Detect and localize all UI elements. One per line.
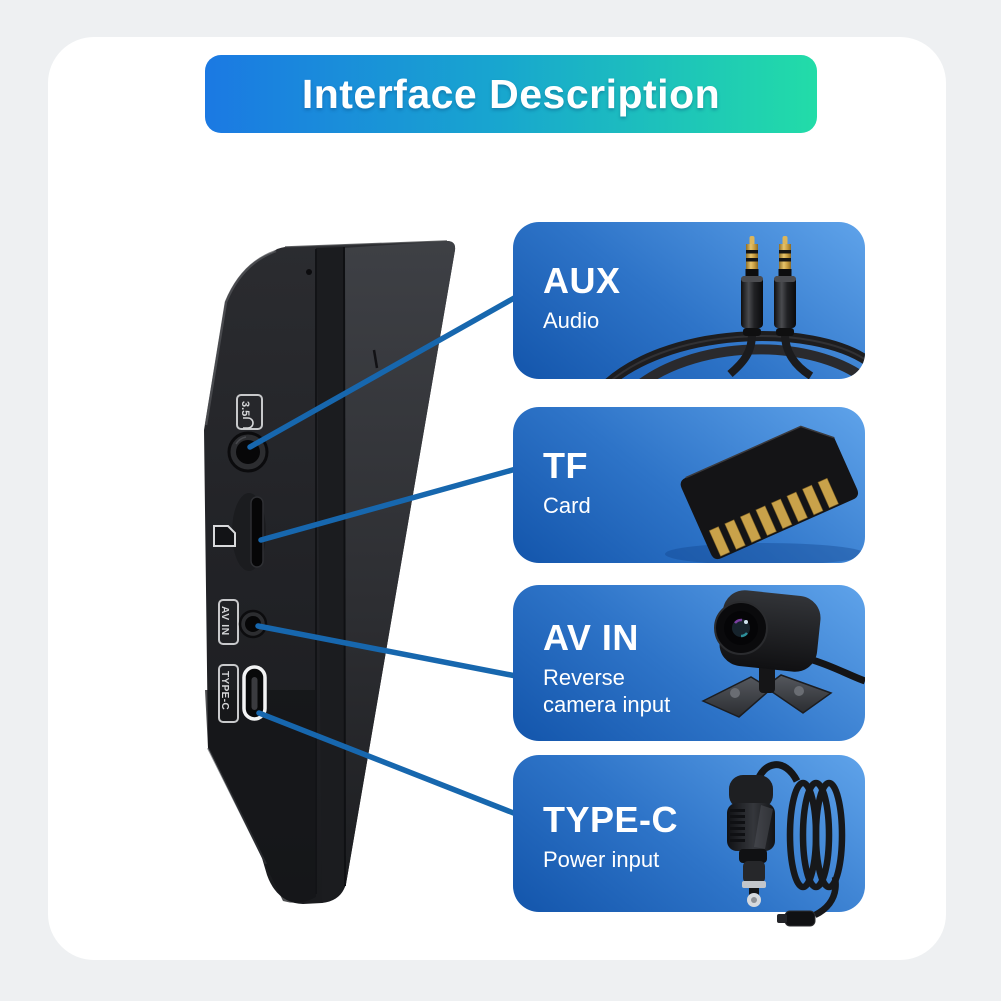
- charger-cable-coil: [786, 779, 846, 918]
- car-charger-image: [727, 761, 846, 927]
- car-charger-plug: [727, 775, 775, 907]
- panel-avin-subtitle-line2: camera input: [543, 692, 671, 718]
- tf-card-image: [665, 425, 865, 563]
- panel-avin-title: AV IN: [543, 617, 639, 658]
- callout-lines: [247, 294, 519, 817]
- callout-line-avin: [255, 623, 519, 679]
- camera-body: [714, 590, 821, 672]
- audio-plug-right: [774, 236, 814, 379]
- usb-c-port: TYPE-C: [218, 664, 267, 723]
- panel-tf: TF Card: [513, 407, 865, 563]
- type-c-label: TYPE-C: [219, 671, 230, 710]
- panel-tf-text: TF Card: [543, 445, 591, 519]
- tf-card-slot: [213, 493, 266, 571]
- jack-35-label: 3.5: [239, 401, 251, 416]
- headphone-icon: [243, 417, 254, 429]
- panel-tf-subtitle: Card: [543, 492, 591, 518]
- panel-aux-text: AUX Audio: [543, 260, 621, 334]
- panel-typec-text: TYPE-C Power input: [543, 799, 679, 873]
- aux-cable-image: [605, 236, 865, 379]
- tf-card-icon: [213, 525, 236, 547]
- panel-avin-subtitle: Reverse camera input: [543, 664, 670, 719]
- panel-aux-title: AUX: [543, 260, 621, 301]
- page-title: Interface Description: [301, 70, 721, 117]
- callout-line-typec: [256, 710, 519, 817]
- panel-avin: AV IN Reverse camera input: [513, 585, 865, 741]
- audio-plug-left: [727, 236, 763, 378]
- panel-aux-subtitle: Audio: [543, 307, 600, 333]
- banner: Interface Description: [205, 55, 817, 133]
- charger-connector: [777, 910, 816, 927]
- panel-avin-subtitle-line1: Reverse: [543, 664, 625, 690]
- device-body: [204, 240, 456, 904]
- panel-avin-text: AV IN Reverse camera input: [543, 617, 670, 719]
- panel-tf-title: TF: [543, 445, 588, 486]
- panel-typec-subtitle: Power input: [543, 846, 660, 872]
- callout-line-tf: [258, 466, 519, 543]
- camera-bracket: [701, 663, 833, 718]
- panel-typec: TYPE-C Power input: [513, 755, 865, 927]
- reverse-camera-image: [701, 590, 865, 718]
- panel-aux: AUX Audio: [513, 222, 865, 379]
- av-in-port: AV IN: [218, 599, 268, 645]
- callout-line-aux: [247, 294, 519, 450]
- av-in-label: AV IN: [219, 606, 231, 636]
- tf-card: [680, 425, 859, 560]
- panel-typec-title: TYPE-C: [543, 799, 679, 840]
